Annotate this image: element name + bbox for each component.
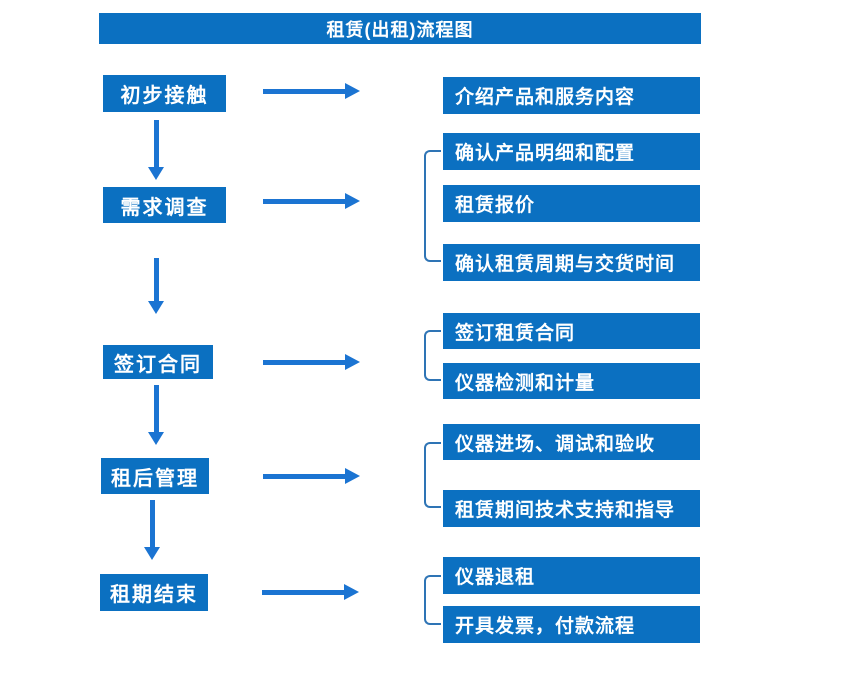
arrow-right-3-icon [263,354,360,370]
arrow-head [345,193,360,209]
arrow-head [148,432,164,445]
stage-initial-contact: 初步接触 [103,75,226,112]
arrow-down-4-icon [144,500,160,560]
arrow-head [345,468,360,484]
detail-rental-quote: 租赁报价 [443,185,700,222]
arrow-right-2-icon [263,193,360,209]
arrow-head [148,167,164,180]
arrow-shaft [263,360,345,365]
detail-instrument-testing-metering: 仪器检测和计量 [443,363,700,399]
detail-sign-rental-contract: 签订租赁合同 [443,313,700,349]
arrow-head [144,547,160,560]
detail-confirm-rental-period-delivery: 确认租赁周期与交货时间 [443,244,700,281]
arrow-right-1-icon [263,83,360,99]
stage-post-rental-management: 租后管理 [101,458,209,494]
arrow-head [345,354,360,370]
arrow-head [148,301,164,314]
arrow-head [344,584,359,600]
flowchart-title: 租赁(出租)流程图 [99,13,701,44]
stage-sign-contract: 签订合同 [103,345,213,379]
arrow-shaft [263,89,345,94]
arrow-head [345,83,360,99]
arrow-right-5-icon [262,584,359,600]
bracket-group-sign-contract [424,330,441,381]
arrow-down-3-icon [148,385,164,445]
detail-intro-products-services: 介绍产品和服务内容 [443,77,700,114]
arrow-shaft [263,199,345,204]
arrow-shaft [150,500,155,547]
stage-demand-survey: 需求调查 [103,187,226,223]
arrow-right-4-icon [263,468,360,484]
arrow-shaft [262,590,344,595]
arrow-shaft [154,258,159,301]
bracket-group-rental-end [424,575,441,625]
detail-instrument-return: 仪器退租 [443,557,700,594]
detail-confirm-product-details: 确认产品明细和配置 [443,133,700,170]
bracket-group-post-rental [424,442,441,508]
bracket-group-demand-survey [424,150,441,262]
detail-instrument-setup-acceptance: 仪器进场、调试和验收 [443,424,700,460]
arrow-shaft [263,474,345,479]
arrow-down-2-icon [148,258,164,314]
arrow-shaft [154,385,159,432]
stage-rental-end: 租期结束 [100,574,208,611]
arrow-down-1-icon [148,120,164,180]
detail-invoice-payment: 开具发票，付款流程 [443,606,700,643]
arrow-shaft [154,120,159,167]
detail-rental-tech-support: 租赁期间技术支持和指导 [443,490,700,527]
